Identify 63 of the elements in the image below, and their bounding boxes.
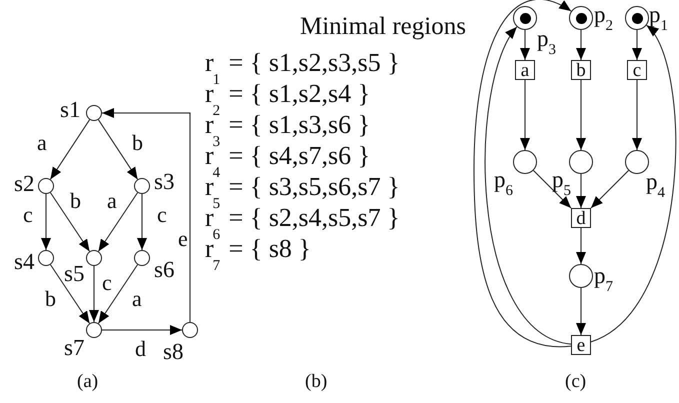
arrow bbox=[576, 30, 586, 60]
place-label: p$_{7}$ bbox=[594, 264, 613, 295]
state-circle bbox=[38, 178, 54, 194]
transition-box: e bbox=[571, 335, 591, 355]
arrow bbox=[102, 108, 190, 322]
state-circle bbox=[86, 322, 102, 338]
arrow bbox=[632, 30, 642, 60]
state-label: s8 bbox=[163, 340, 184, 363]
arrow bbox=[632, 80, 642, 150]
panel-caption: (a) bbox=[77, 372, 98, 391]
arrow bbox=[41, 194, 51, 250]
place-circle bbox=[625, 6, 649, 30]
state-label: s4 bbox=[14, 250, 34, 273]
state-circle bbox=[134, 250, 150, 266]
transition-box: c bbox=[627, 60, 647, 80]
state-label: s1 bbox=[60, 98, 80, 121]
arrow bbox=[590, 24, 676, 342]
place-label: p$_{1}$ bbox=[649, 3, 668, 34]
panel-caption: (b) bbox=[305, 372, 328, 391]
transition-box: b bbox=[571, 60, 591, 80]
state-label: s6 bbox=[154, 258, 174, 281]
heading: Minimal regions bbox=[300, 14, 466, 39]
arrow bbox=[137, 194, 147, 250]
place-circle bbox=[569, 150, 593, 174]
state-circle bbox=[86, 250, 102, 266]
state-label: s2 bbox=[14, 172, 34, 195]
arrow bbox=[50, 192, 90, 252]
arrow bbox=[576, 174, 586, 208]
arrow bbox=[89, 266, 99, 322]
transition-box: d bbox=[571, 208, 591, 228]
place-circle bbox=[625, 150, 649, 174]
place-label: p$_{4}$ bbox=[646, 170, 665, 201]
place-label: p$_{3}$ bbox=[537, 27, 556, 58]
state-circle bbox=[86, 105, 102, 121]
arrow bbox=[576, 228, 586, 264]
state-label: s3 bbox=[154, 170, 174, 193]
arrow bbox=[98, 119, 138, 180]
arrow bbox=[520, 30, 530, 60]
transition-box: a bbox=[515, 60, 535, 80]
place-circle bbox=[569, 264, 593, 288]
arrow bbox=[102, 325, 182, 335]
place-circle bbox=[513, 6, 537, 30]
arrow bbox=[50, 119, 90, 180]
place-label: p$_{5}$ bbox=[552, 168, 571, 199]
place-circle bbox=[569, 6, 593, 30]
arrow bbox=[98, 192, 138, 252]
state-circle bbox=[134, 178, 150, 194]
state-label: s5 bbox=[64, 262, 84, 285]
arrow bbox=[590, 170, 630, 208]
state-circle bbox=[182, 322, 198, 338]
arrow bbox=[474, 0, 572, 347]
arrow bbox=[50, 264, 90, 324]
arrow bbox=[484, 26, 572, 345]
state-label: s7 bbox=[64, 336, 84, 359]
place-label: p$_{2}$ bbox=[594, 3, 613, 34]
arrow bbox=[520, 80, 530, 150]
state-circle bbox=[38, 250, 54, 266]
arrow bbox=[576, 288, 586, 336]
arrow bbox=[576, 80, 586, 150]
place-circle bbox=[513, 150, 537, 174]
arrow bbox=[98, 264, 138, 324]
arrow bbox=[532, 170, 572, 208]
panel-caption: (c) bbox=[565, 372, 586, 391]
